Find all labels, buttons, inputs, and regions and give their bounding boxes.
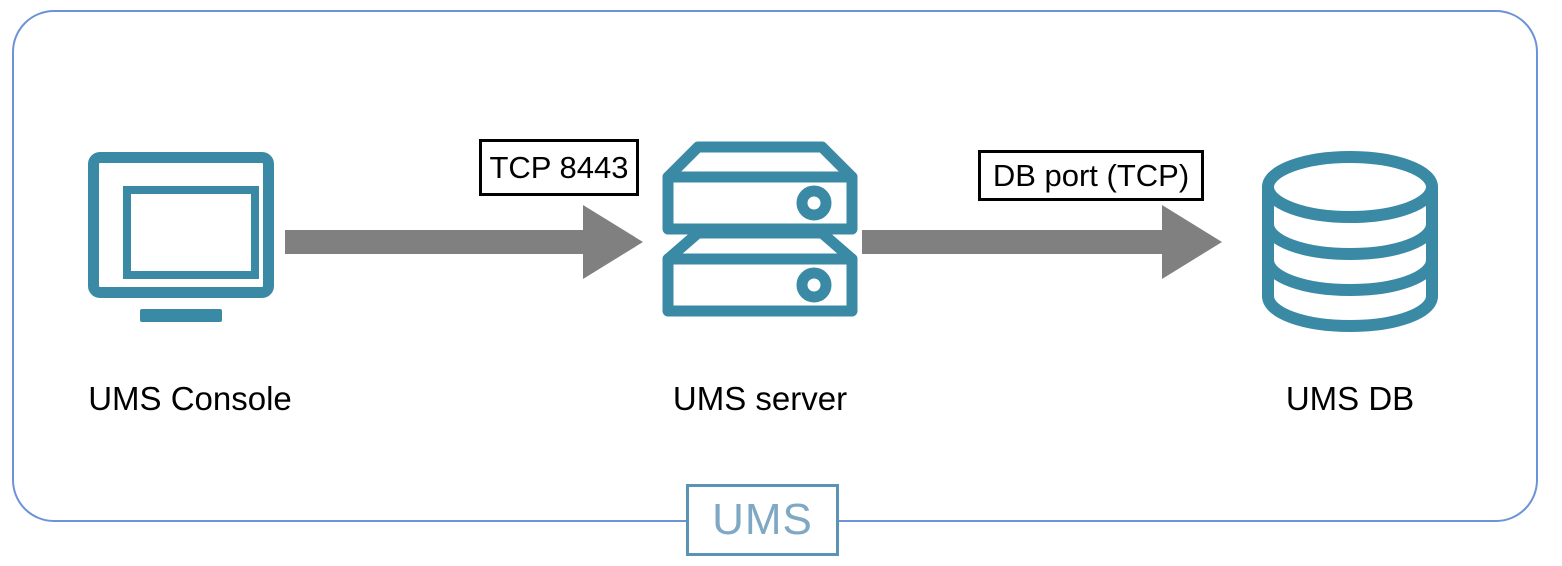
node-ums-db[interactable]: UMS DB — [1190, 140, 1510, 430]
node-ums-server[interactable]: UMS server — [600, 133, 920, 433]
node-label-ums-db: UMS DB — [1285, 380, 1415, 417]
connection-label-db-port: DB port (TCP) — [978, 150, 1204, 201]
monitor-icon — [88, 152, 274, 298]
server-indicator-icon — [796, 267, 832, 303]
server-indicator-icon — [796, 185, 832, 221]
node-label-ums-server: UMS server — [672, 380, 848, 417]
arrow-server-to-db — [862, 203, 1224, 286]
monitor-screen-icon — [123, 186, 259, 279]
ums-badge: UMS — [686, 484, 839, 556]
monitor-stand-icon — [140, 309, 222, 322]
database-icon — [1262, 151, 1438, 333]
connection-label-tcp-8443: TCP 8443 — [479, 139, 639, 196]
arrow-console-to-server — [285, 203, 645, 286]
server-rack-icon — [662, 141, 858, 317]
node-label-ums-console: UMS Console — [88, 380, 292, 417]
node-ums-console[interactable]: UMS Console — [30, 140, 350, 430]
ums-badge-label: UMS — [712, 495, 813, 544]
